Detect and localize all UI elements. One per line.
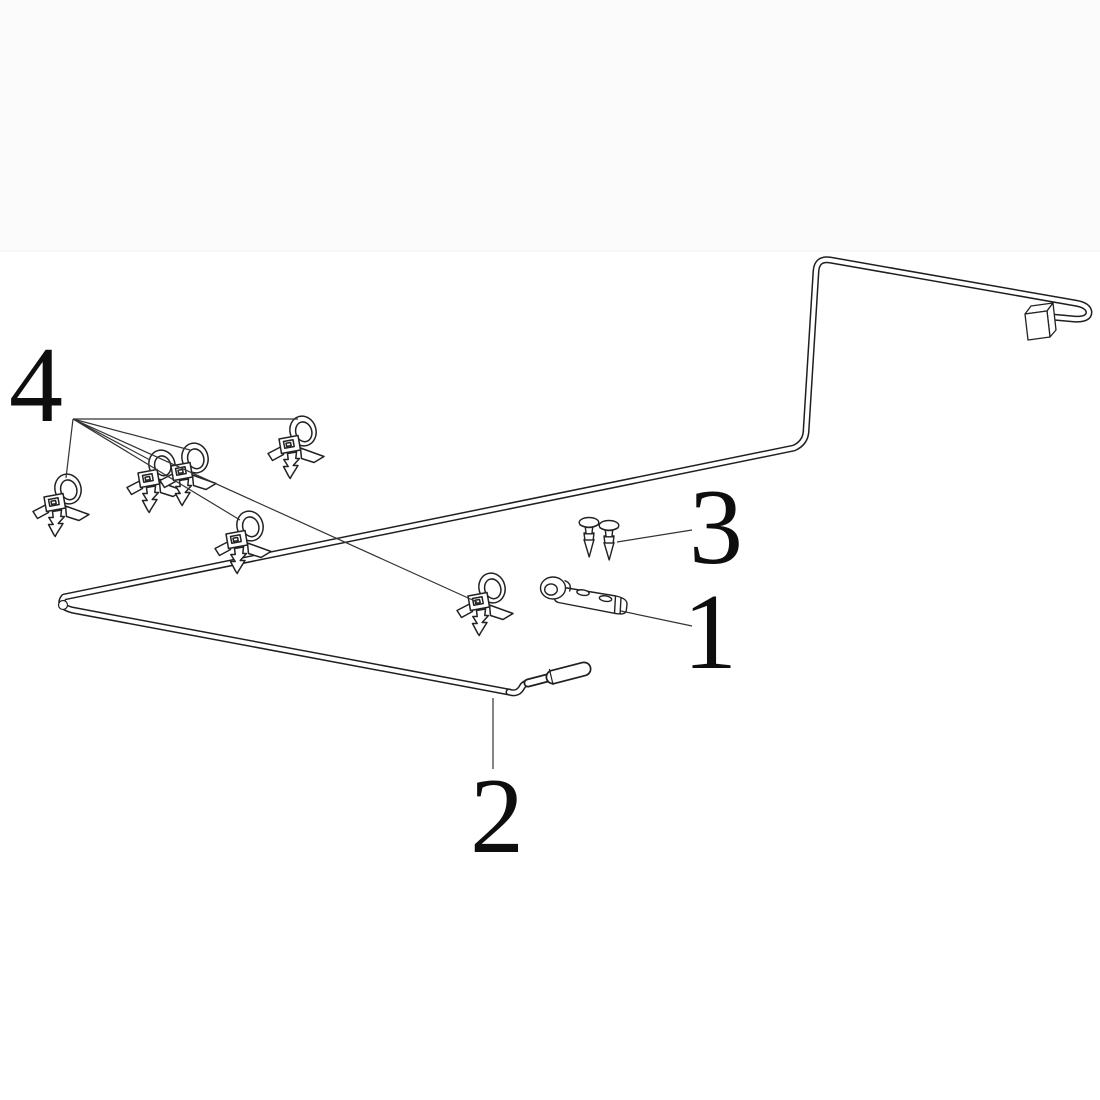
- rod-layer: [57, 256, 1093, 697]
- leader-line-part-1: [620, 610, 693, 627]
- leader-line-part-4: [72, 418, 191, 451]
- rod-end-connector-block: [1024, 302, 1057, 341]
- leader-line-part-4: [72, 418, 478, 603]
- top-band: [0, 0, 1100, 251]
- leader-line-part-4: [65, 418, 74, 479]
- callout-label-1: 1: [683, 573, 737, 692]
- callout-label-4: 4: [9, 326, 63, 445]
- connector-block-front-face: [1024, 310, 1051, 341]
- callout-label-2: 2: [470, 757, 524, 876]
- leader-line-part-4: [72, 418, 151, 461]
- leader-lines-layer: [65, 418, 693, 769]
- rod-grip-core: [547, 663, 590, 683]
- rod-elbow-cap: [57, 599, 69, 611]
- grip-ferrule-line: [548, 668, 554, 686]
- leader-line-part-3: [616, 529, 693, 543]
- leader-line-part-4: [72, 418, 241, 521]
- rod-core: [59, 257, 1091, 694]
- callout-label-3: 3: [689, 468, 743, 587]
- rod-part-2: [57, 256, 1093, 697]
- callout-labels-layer: 1 2 3 4: [9, 326, 743, 876]
